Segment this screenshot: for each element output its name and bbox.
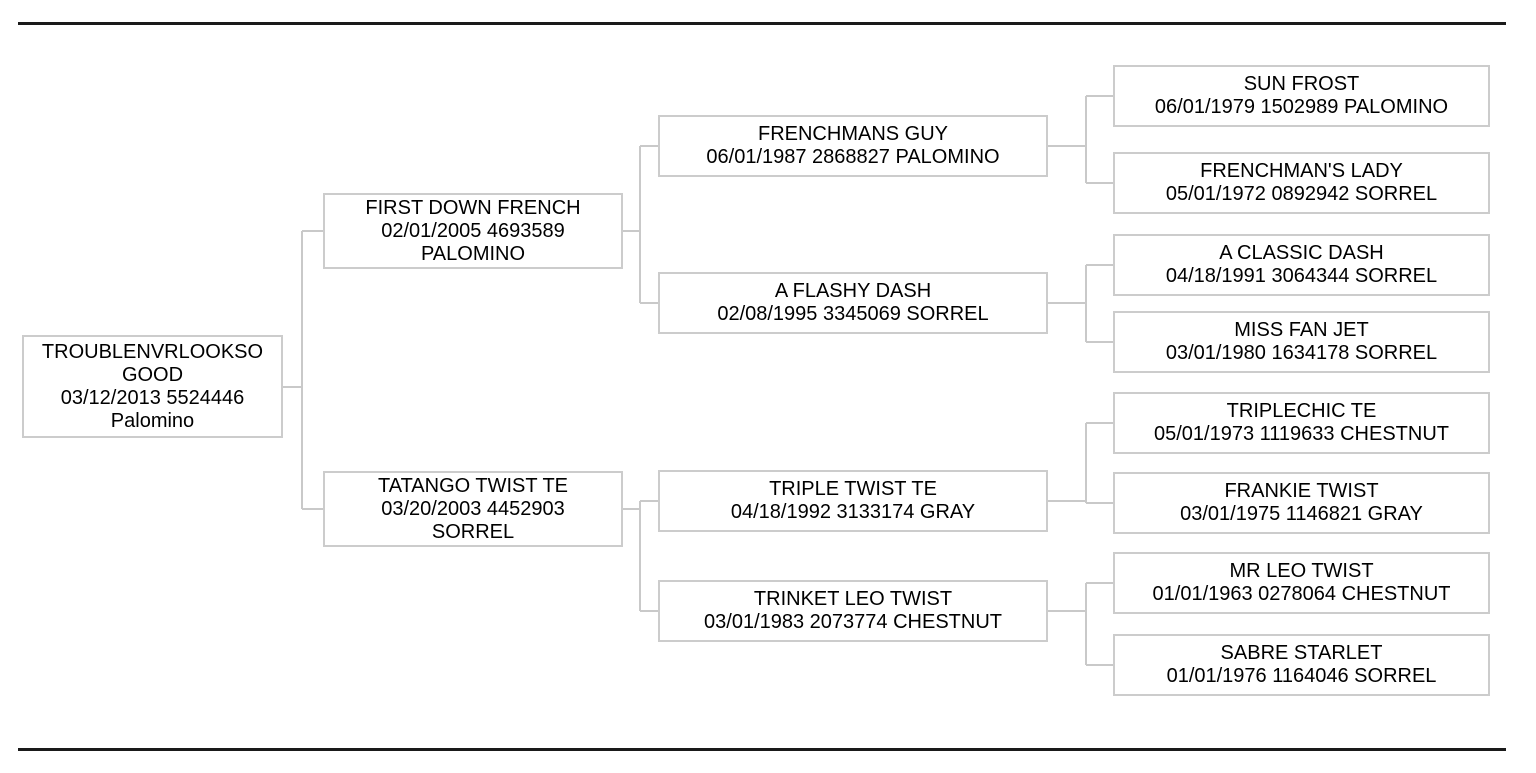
- pedigree-node-sire-dam-dam: MISS FAN JET 03/01/1980 1634178 SORREL: [1113, 311, 1490, 373]
- horse-name: A FLASHY DASH: [774, 280, 932, 302]
- connector-dam-dam-to-parents: [1048, 582, 1113, 666]
- horse-date-reg-color: 05/01/1973 1119633 CHESTNUT: [1154, 423, 1449, 445]
- horse-date-reg-color: 03/01/1975 1146821 GRAY: [1180, 503, 1423, 525]
- pedigree-node-sire-sire-dam: FRENCHMAN'S LADY 05/01/1972 0892942 SORR…: [1113, 152, 1490, 214]
- horse-date-reg: 02/01/2005 4693589: [381, 219, 565, 242]
- horse-date-reg-color: 01/01/1963 0278064 CHESTNUT: [1152, 583, 1451, 605]
- horse-date-reg-color: 02/08/1995 3345069 SORREL: [717, 303, 989, 325]
- horse-name: MISS FAN JET: [1234, 319, 1369, 341]
- horse-date-reg-color: 03/01/1983 2073774 CHESTNUT: [704, 611, 1002, 633]
- connector-sire-to-parents: [623, 145, 658, 304]
- horse-name: TRIPLE TWIST TE: [769, 478, 937, 500]
- horse-name: MR LEO TWIST: [1229, 560, 1374, 582]
- horse-color: PALOMINO: [420, 242, 526, 265]
- horse-name: SUN FROST: [1243, 73, 1360, 95]
- horse-date-reg-color: 05/01/1972 0892942 SORREL: [1165, 183, 1438, 205]
- pedigree-node-dam-sire: TRIPLE TWIST TE 04/18/1992 3133174 GRAY: [658, 470, 1048, 532]
- pedigree-node-sire-sire: FRENCHMANS GUY 06/01/1987 2868827 PALOMI…: [658, 115, 1048, 177]
- horse-date-reg-color: 06/01/1979 1502989 PALOMINO: [1154, 96, 1449, 118]
- pedigree-node-sire-dam: A FLASHY DASH 02/08/1995 3345069 SORREL: [658, 272, 1048, 334]
- horse-name: FRENCHMANS GUY: [757, 123, 948, 145]
- horse-name: TATANGO TWIST TE: [377, 474, 568, 497]
- connector-dam-to-parents: [623, 500, 658, 612]
- horse-color: Palomino: [110, 409, 195, 432]
- pedigree-node-dam-dam-dam: SABRE STARLET 01/01/1976 1164046 SORREL: [1113, 634, 1490, 696]
- pedigree-node-dam-sire-dam: FRANKIE TWIST 03/01/1975 1146821 GRAY: [1113, 472, 1490, 534]
- connector-subject-to-parents: [283, 230, 323, 510]
- pedigree-node-sire-dam-sire: A CLASSIC DASH 04/18/1991 3064344 SORREL: [1113, 234, 1490, 296]
- pedigree-node-dam-dam-sire: MR LEO TWIST 01/01/1963 0278064 CHESTNUT: [1113, 552, 1490, 614]
- horse-date-reg-color: 04/18/1991 3064344 SORREL: [1165, 265, 1438, 287]
- connector-sire-dam-to-parents: [1048, 264, 1113, 343]
- horse-date-reg-color: 04/18/1992 3133174 GRAY: [730, 501, 976, 523]
- horse-date-reg: 03/12/2013 5524446: [60, 386, 245, 409]
- pedigree-node-sire-sire-sire: SUN FROST 06/01/1979 1502989 PALOMINO: [1113, 65, 1490, 127]
- connector-sire-sire-to-parents: [1048, 95, 1113, 184]
- pedigree-node-dam-dam: TRINKET LEO TWIST 03/01/1983 2073774 CHE…: [658, 580, 1048, 642]
- horse-name: TRINKET LEO TWIST: [753, 588, 953, 610]
- horse-name: FIRST DOWN FRENCH: [365, 196, 581, 219]
- pedigree-node-dam: TATANGO TWIST TE 03/20/2003 4452903 SORR…: [323, 471, 623, 547]
- top-horizontal-rule: [18, 22, 1506, 25]
- horse-date-reg-color: 06/01/1987 2868827 PALOMINO: [706, 146, 1000, 168]
- horse-name: TRIPLECHIC TE: [1226, 400, 1377, 422]
- horse-name: FRANKIE TWIST: [1224, 480, 1379, 502]
- horse-date-reg-color: 01/01/1976 1164046 SORREL: [1166, 665, 1437, 687]
- pedigree-node-subject: TROUBLENVRLOOKSO GOOD 03/12/2013 5524446…: [22, 335, 283, 438]
- bottom-horizontal-rule: [18, 748, 1506, 751]
- horse-name: SABRE STARLET: [1220, 642, 1383, 664]
- horse-date-reg-color: 03/01/1980 1634178 SORREL: [1165, 342, 1438, 364]
- horse-name: FRENCHMAN'S LADY: [1200, 160, 1403, 182]
- horse-name: A CLASSIC DASH: [1219, 242, 1384, 264]
- horse-name: TROUBLENVRLOOKSO GOOD: [41, 340, 264, 386]
- pedigree-node-dam-sire-sire: TRIPLECHIC TE 05/01/1973 1119633 CHESTNU…: [1113, 392, 1490, 454]
- horse-date-reg: 03/20/2003 4452903: [381, 497, 565, 520]
- connector-dam-sire-to-parents: [1048, 422, 1113, 504]
- horse-color: SORREL: [431, 520, 515, 543]
- pedigree-node-sire: FIRST DOWN FRENCH 02/01/2005 4693589 PAL…: [323, 193, 623, 269]
